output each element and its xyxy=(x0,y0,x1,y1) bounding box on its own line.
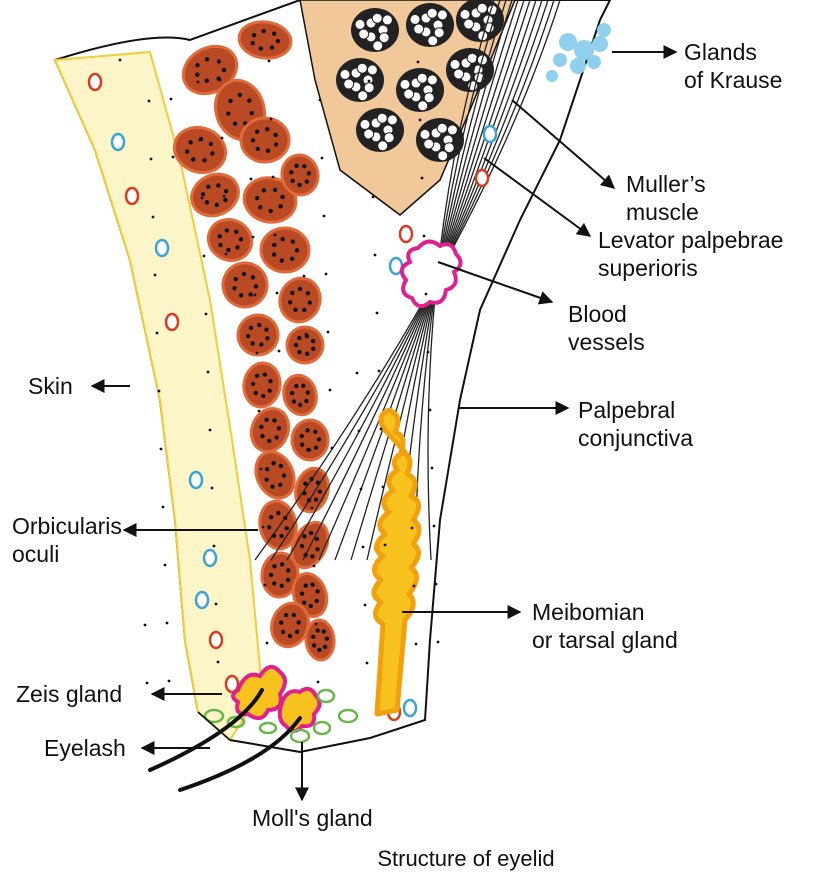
label-zeis-gland: Zeis gland xyxy=(16,681,122,707)
orbicularis-bundles xyxy=(172,20,336,662)
label-blood-vessels: Blood vessels xyxy=(568,301,645,355)
blood-vessel xyxy=(224,674,240,694)
blood-vessel xyxy=(87,72,103,92)
orbicularis-bundle xyxy=(236,313,280,357)
orbicularis-bundle xyxy=(280,153,320,197)
figure-caption: Structure of eyelid xyxy=(377,846,554,871)
stroma-dots xyxy=(118,58,440,685)
orbicularis-bundle xyxy=(285,325,325,365)
orbicularis-bundle xyxy=(239,116,291,164)
orbicularis-bundle xyxy=(242,176,298,224)
label-eyelash: Eyelash xyxy=(44,735,126,761)
label-mullers-muscle: Muller’s muscle xyxy=(626,171,712,225)
krause-acinus xyxy=(587,55,601,69)
krause-acinus xyxy=(592,36,608,52)
blood-vessel xyxy=(188,470,204,490)
blood-vessel xyxy=(202,548,218,568)
label-molls-gland: Moll's gland xyxy=(252,805,373,831)
krause-acinus xyxy=(546,70,558,82)
blood-vessel xyxy=(194,590,210,610)
lid-margin xyxy=(197,711,426,753)
zeis-gland-2 xyxy=(277,686,322,733)
blood-vessels-small xyxy=(87,72,498,722)
orbicularis-bundle xyxy=(282,373,318,417)
fat-lobule xyxy=(356,108,404,152)
orbicularis-bundle xyxy=(237,20,293,60)
orbicularis-bundle xyxy=(172,125,228,175)
fat-lobule xyxy=(416,118,464,162)
blood-vessel xyxy=(110,132,126,152)
orbicularis-bundle xyxy=(221,261,269,309)
orbicularis-bundle xyxy=(278,276,322,324)
blood-vessel-cluster xyxy=(399,239,463,309)
fat-lobule xyxy=(336,58,384,102)
fat-lobule xyxy=(406,3,454,47)
krause-acinus xyxy=(553,53,567,67)
krause-acinus xyxy=(570,58,586,74)
blood-vessel xyxy=(164,312,180,332)
orbicularis-bundle xyxy=(254,450,296,500)
blood-vessel xyxy=(398,224,414,244)
label-levator: Levator palpebrae superioris xyxy=(598,227,790,281)
leader-muller xyxy=(511,99,616,189)
orbicularis-bundle xyxy=(242,361,282,409)
orbicularis-bundle xyxy=(258,499,298,551)
orbicularis-bundle xyxy=(190,172,240,218)
fat-lobule xyxy=(396,68,444,112)
fat-lobule xyxy=(456,0,504,42)
eyelashes xyxy=(148,688,302,792)
label-palpebral-conjunctiva: Palpebral conjunctiva xyxy=(578,397,693,451)
orbicularis-bundle xyxy=(290,418,330,462)
label-skin: Skin xyxy=(28,373,73,399)
orbicularis-bundle xyxy=(259,226,311,274)
krause-acinus xyxy=(574,40,594,60)
leader-blood xyxy=(437,261,554,305)
leader-lines xyxy=(90,45,678,802)
meibomian-gland xyxy=(371,407,422,717)
krause-acinus xyxy=(559,33,577,51)
blood-vessel xyxy=(482,124,498,144)
blood-vessel xyxy=(124,186,140,206)
krause-acinus xyxy=(597,23,611,37)
molls-gland xyxy=(203,688,359,744)
blood-vessel xyxy=(208,630,224,650)
orbicularis-bundle xyxy=(249,407,291,453)
blood-vessel xyxy=(474,168,490,188)
orbicularis-bundle xyxy=(206,218,254,262)
orbicularis-bundle xyxy=(304,618,336,662)
glands-of-krause xyxy=(546,23,611,82)
label-glands-of-krause: Glands of Krause xyxy=(684,39,782,93)
fat-lobule xyxy=(351,8,399,52)
label-meibomian-gland: Meibomian or tarsal gland xyxy=(532,599,678,653)
blood-vessel xyxy=(402,698,418,718)
label-orbicularis-oculi: Orbicularis oculi xyxy=(12,513,128,567)
fat-lobules xyxy=(336,0,504,162)
leader-levator xyxy=(483,157,592,237)
blood-vessel xyxy=(154,238,170,258)
